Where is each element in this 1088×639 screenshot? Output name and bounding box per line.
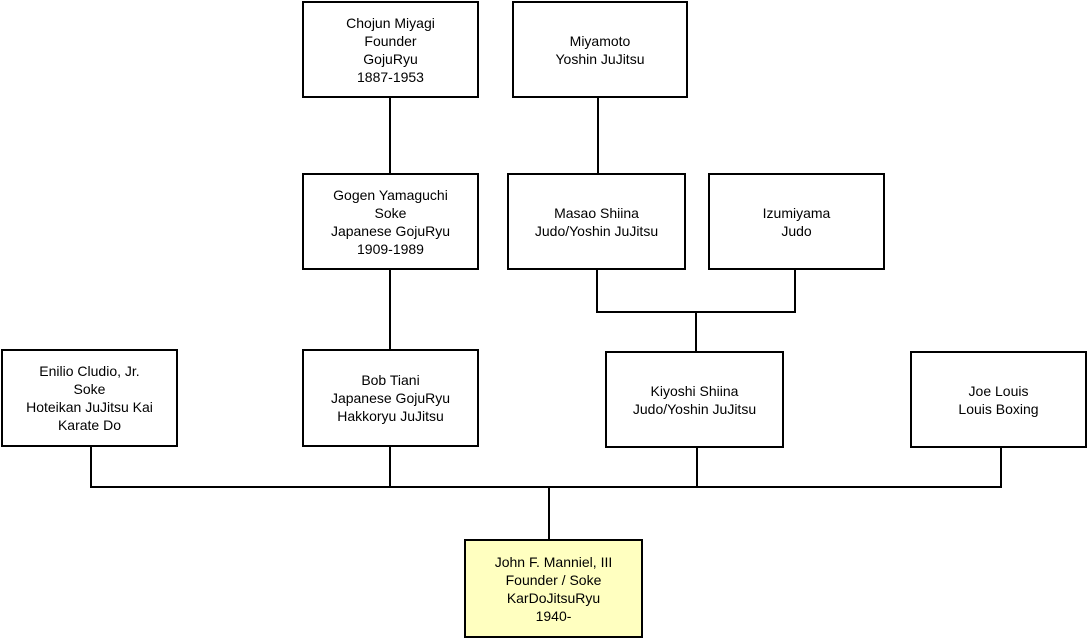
node-line: Bob Tiani xyxy=(361,372,420,388)
node-line: Masao Shiina xyxy=(554,204,639,221)
node-line: Judo/Yoshin JuJitsu xyxy=(534,222,659,239)
node-line: Gogen Yamaguchi xyxy=(333,186,448,203)
node-kiyoshi-shiina: Kiyoshi Shiina Judo/Yoshin JuJitsu xyxy=(605,351,784,448)
node-miyamoto: Miyamoto Yoshin JuJitsu xyxy=(512,1,688,98)
node-line: Founder / Soke xyxy=(505,571,602,588)
node-line: Hakkoryu JuJitsu xyxy=(337,408,444,424)
node-line: Japanese GojuRyu xyxy=(330,390,451,406)
node-line: Joe Louis xyxy=(968,382,1029,399)
node-john-manniel: John F. Manniel, III Founder / Soke KarD… xyxy=(464,539,643,638)
node-gogen-yamaguchi: Gogen Yamaguchi Soke Japanese GojuRyu 19… xyxy=(302,173,479,270)
node-line: Soke xyxy=(73,381,106,397)
node-line: Judo/Yoshin JuJitsu xyxy=(632,400,757,417)
node-line: Yoshin JuJitsu xyxy=(555,50,645,67)
node-bob-tiani: Bob Tiani Japanese GojuRyu Hakkoryu JuJi… xyxy=(302,349,479,447)
node-line: 1909-1989 xyxy=(357,240,424,257)
node-line: Izumiyama xyxy=(762,204,831,221)
node-line: Judo xyxy=(781,222,812,239)
node-line: John F. Manniel, III xyxy=(494,553,613,570)
node-line: Louis Boxing xyxy=(958,400,1039,417)
node-line: Kiyoshi Shiina xyxy=(650,382,739,399)
node-line: KarDoJitsuRyu xyxy=(506,589,601,606)
node-line: GojuRyu xyxy=(363,50,418,67)
connector-masao-izumiyama-kiyoshi xyxy=(596,270,796,313)
node-joe-louis: Joe Louis Louis Boxing xyxy=(910,351,1087,448)
node-line: Founder xyxy=(364,32,417,49)
node-enilio-cludio: Enilio Cludio, Jr. Soke Hoteikan JuJitsu… xyxy=(1,349,178,447)
node-line: Miyamoto xyxy=(569,32,631,49)
node-line: Chojun Miyagi xyxy=(346,14,435,31)
node-izumiyama: Izumiyama Judo xyxy=(708,173,885,270)
node-chojun-miyagi: Chojun Miyagi Founder GojuRyu 1887-1953 xyxy=(302,1,479,98)
node-line: Soke xyxy=(374,204,407,221)
node-line: 1887-1953 xyxy=(357,68,424,85)
node-line: Enilio Cludio, Jr. xyxy=(39,363,140,379)
node-line: Japanese GojuRyu xyxy=(330,222,451,239)
node-line: Hoteikan JuJitsu Kai xyxy=(26,399,153,415)
node-line: Karate Do xyxy=(57,417,122,433)
node-line: 1940- xyxy=(535,607,572,624)
node-masao-shiina: Masao Shiina Judo/Yoshin JuJitsu xyxy=(507,173,686,270)
